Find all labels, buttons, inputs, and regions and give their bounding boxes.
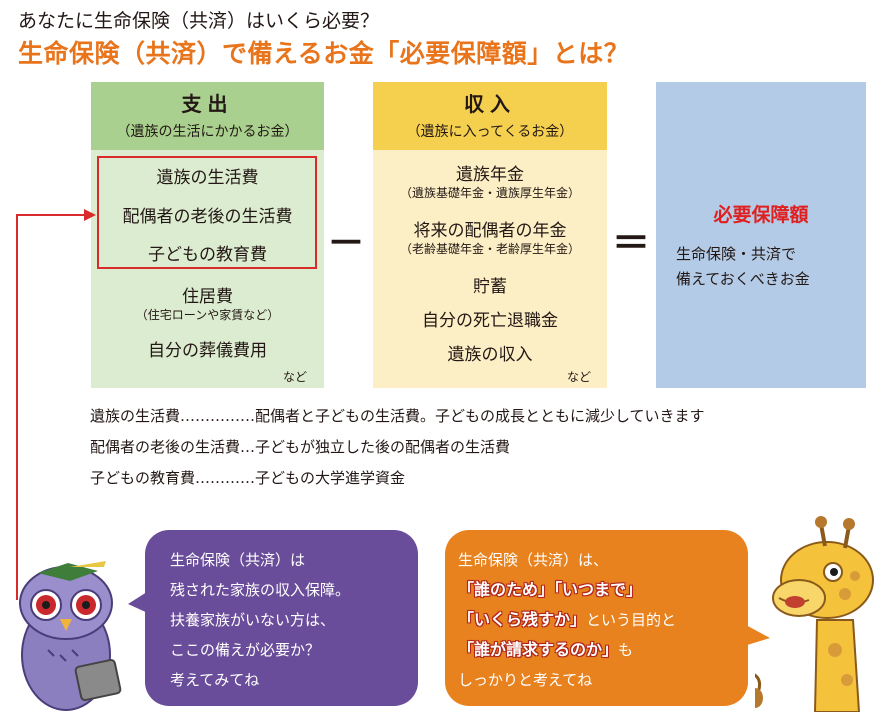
expense-housing: 住居費 (182, 287, 233, 307)
income-retirement: 自分の死亡退職金 (422, 311, 558, 331)
income-etc: など (567, 370, 592, 384)
giraffe-illustration-icon (755, 516, 874, 712)
owl-bubble-line: ここの備えが必要か？ (170, 641, 321, 659)
owl-bubble-tail (128, 590, 150, 614)
expense-housing-note: （住宅ローンや家賃など） (135, 308, 280, 322)
income-family: 遺族の収入 (447, 345, 533, 365)
owl-bubble-line: 残された家族の収入保障。 (170, 581, 351, 599)
owl-bubble-text: 生命保険（共済）は 残された家族の収入保障。 扶養家族がいない方は、 ここの備え… (170, 545, 350, 695)
giraffe-bubble-intro: 生命保険（共済）は、 (458, 551, 609, 569)
giraffe-speech-bubble (445, 530, 748, 706)
income-pension-note: （遺族基礎年金・遺族厚生年金） (399, 186, 580, 200)
income-savings: 貯蓄 (473, 277, 507, 297)
explanation-line: 遺族の生活費……………配偶者と子どもの生活費。子どもの成長とともに減少していきま… (90, 407, 705, 425)
expenses-title: 支出 (181, 92, 234, 116)
expense-item: 配偶者の老後の生活費 (122, 207, 293, 227)
expenses-etc: など (283, 370, 308, 384)
highlight-purpose: 「誰のため」「いつまで」 (458, 580, 643, 599)
result-line-2: 備えておくべきお金 (676, 270, 810, 288)
expenses-body (91, 150, 324, 388)
equals-sign: ＝ (612, 221, 651, 265)
giraffe-bubble-text: 生命保険（共済）は、 「誰のため」「いつまで」 「いくら残すか」という目的と 「… (458, 545, 676, 695)
result-box (656, 82, 866, 388)
owl-speech-bubble (145, 530, 418, 706)
explanation-line: 子どもの教育費…………子どもの大学進学資金 (90, 469, 406, 487)
giraffe-bubble-end: しっかりと考えてね (458, 671, 593, 689)
giraffe-bubble-text-2: という目的と (586, 611, 677, 629)
income-pension: 遺族年金 (456, 165, 524, 185)
owl-bubble-line: 扶養家族がいない方は、 (170, 611, 336, 629)
expense-item: 子どもの教育費 (148, 245, 267, 265)
owl-bubble-line: 生命保険（共済）は (170, 551, 306, 569)
highlight-amount: 「いくら残すか」 (458, 610, 587, 629)
result-title: 必要保障額 (713, 204, 809, 226)
expenses-header: 支出 （遺族の生活にかかるお金） (91, 82, 324, 150)
giraffe-bubble-text-3: も (618, 641, 634, 659)
highlight-claimant: 「誰が請求するのか」 (458, 640, 619, 659)
header-question: あなたに生命保険（共済）はいくら必要？ (18, 10, 380, 32)
page-title: 生命保険（共済）で備えるお金「必要保障額」とは？ (18, 39, 630, 68)
income-subtitle: （遺族に入ってくるお金） (406, 124, 574, 140)
income-header: 収入 （遺族に入ってくるお金） (373, 82, 607, 150)
income-body (373, 150, 607, 388)
expenses-subtitle: （遺族の生活にかかるお金） (116, 124, 299, 140)
expense-funeral: 自分の葬儀費用 (148, 341, 267, 361)
result-line-1: 生命保険・共済で (676, 245, 797, 263)
owl-bubble-line: 考えてみてね (170, 671, 260, 689)
result-text: 生命保険・共済で 備えておくべきお金 (676, 242, 856, 292)
expense-item: 遺族の生活費 (156, 168, 259, 188)
minus-sign: － (327, 221, 366, 265)
giraffe-bubble-tail (744, 624, 770, 646)
income-spouse-pension-note: （老齢基礎年金・老齢厚生年金） (399, 242, 580, 256)
income-spouse-pension: 将来の配偶者の年金 (413, 221, 567, 241)
highlight-box (97, 156, 317, 269)
owl-illustration-icon (19, 561, 122, 711)
income-title: 収入 (464, 92, 516, 116)
explanation-line: 配偶者の老後の生活費…子どもが独立した後の配偶者の生活費 (90, 438, 511, 456)
